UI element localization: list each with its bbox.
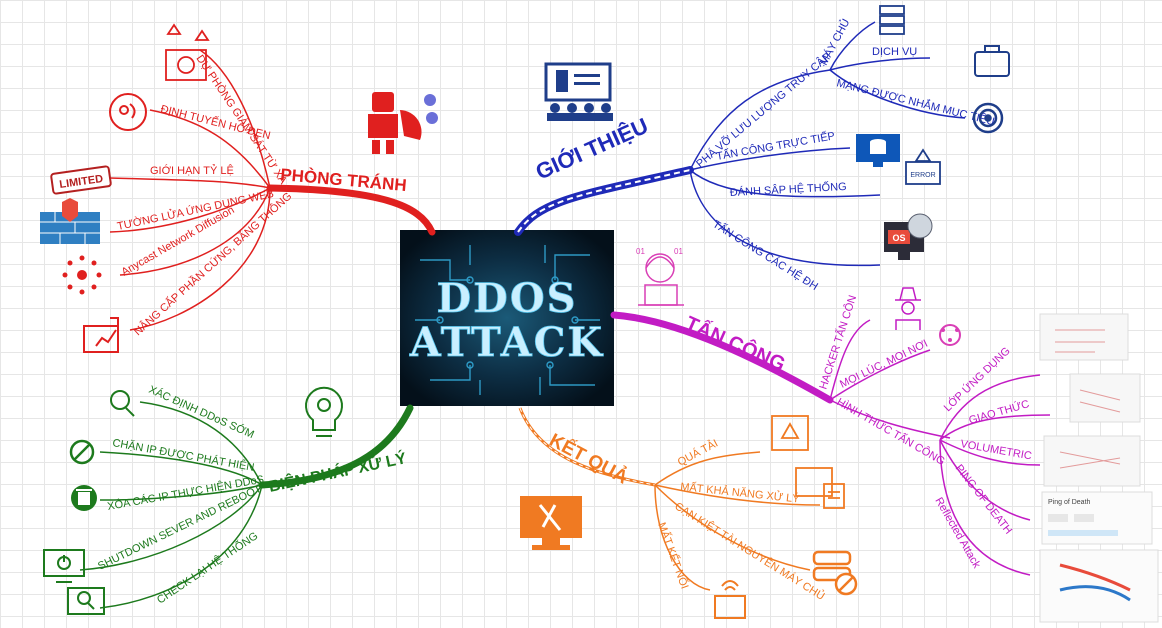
block-icon [69,439,95,465]
attack-form-3: VOLUMETRIC [959,438,1032,462]
attack-form-4: PING OF DEATH [953,462,1015,536]
route-icon [109,93,147,131]
attack-item-3: HÌNH THỨC TẤN CÔNG [835,395,948,468]
result-item-3: CẠN KIỆT TÀI NGUYÊN MÁY CHỦ [672,500,827,603]
attack-form-5: Reflected Attack [932,496,982,571]
svg-text:01: 01 [636,247,645,256]
measures-item-1: XÁC ĐỊNH DDoS SỚM [147,383,256,441]
power-monitor-icon [43,549,85,583]
circuit-pattern [415,245,600,395]
overload-server-icon [771,415,809,451]
intro-sub-3: MẠNG ĐƯỢC NHẮM MỤC TIÊU [835,76,996,128]
os-text: OS [892,233,905,243]
lightbulb-gear-icon [305,386,343,437]
result-item-1: QUÁ TẢI [675,437,720,469]
magnifier-icon [110,390,135,417]
globe-people-icon [939,324,961,346]
center-title-line1: DDOS [436,275,577,322]
disconnected-monitor-icon [714,580,746,619]
intro-item-4: TẤN CÔNG CÁC HỆ ĐH [710,218,820,294]
broken-monitor-icon [520,496,582,550]
attack-form-2: GIAO THỨC [967,397,1031,427]
intro-sub-1: MÁY CHỦ [817,17,852,68]
attack-thumbnail-3 [1043,435,1141,487]
center-topic: DDOS ATTACK [400,230,614,406]
trash-icon [71,485,97,511]
blocked-server-icon [812,550,858,596]
hacker-laptop-icon: 01 01 [636,247,684,306]
attack-thumbnail-2 [1069,373,1141,423]
attack-form-1: LỚP ỨNG DỤNG [941,344,1013,414]
error-text: ERROR [910,172,935,179]
branch-attack: TẤN CÔNG HACKER TẤN CÔN MỌI LÚC, MỌI NƠI… [610,247,1159,623]
briefcase-icon [974,45,1010,77]
branch-measures: BIỆN PHÁP XỬ LÝ XÁC ĐỊNH DDoS SỚM CHẶN I… [43,383,414,615]
attack-thumbnail-1 [1039,313,1129,361]
branch-result: KẾT QUẢ QUÁ TẢI MẤT KHẢ NĂNG XỬ LÝ CẠN K… [518,407,858,619]
warning-gear-icon [165,23,210,81]
error-window-icon: ERROR [905,148,941,185]
presentation-icon [544,62,613,121]
robot-shield-icon [368,92,438,154]
error-document-icon [795,467,845,509]
network-burst-icon [62,255,102,295]
center-title-line2: ATTACK [409,319,604,366]
prevention-item-3: GIỚI HẠN TỶ LỆ [150,164,234,177]
search-monitor-icon [67,587,105,615]
attack-thumbnail-5 [1039,549,1159,623]
os-disk-icon: OS [884,213,933,260]
prevention-item-2: ĐỊNH TUYẾN HỐ ĐEN [159,101,272,142]
measures-title: BIỆN PHÁP XỬ LÝ [267,448,408,496]
database-monitor-icon [856,134,900,167]
result-title: KẾT QUẢ [546,429,632,489]
attack-title: TẤN CÔNG [682,311,789,376]
limited-stamp-icon: LIMITED [50,165,112,195]
branch-prevention: PHÒNG TRÁNH DỰ PHÒNG GIÁM SÁT TỪ XA ĐỊNH… [40,23,438,353]
hacker-icon [895,287,921,330]
intro-sub-2: DỊCH VỤ [872,46,917,58]
target-icon [972,102,1004,134]
firewall-shield-icon [40,198,100,244]
result-item-4: MẤT KẾT NỐI [655,520,692,590]
thumbnail-caption: Ping of Death [1048,499,1091,506]
attack-thumbnail-4: Ping of Death [1041,491,1153,545]
result-item-2: MẤT KHẢ NĂNG XỬ LÝ [680,480,801,506]
measures-item-5: CHECK LẠI HỆ THỐNG [154,528,260,606]
server-icon [879,5,905,35]
svg-text:01: 01 [674,247,683,256]
intro-title: GIỚI THIỆU [532,113,652,185]
upgrade-monitor-icon [83,317,119,353]
attack-item-2: MỌI LÚC, MỌI NƠI [838,337,930,391]
